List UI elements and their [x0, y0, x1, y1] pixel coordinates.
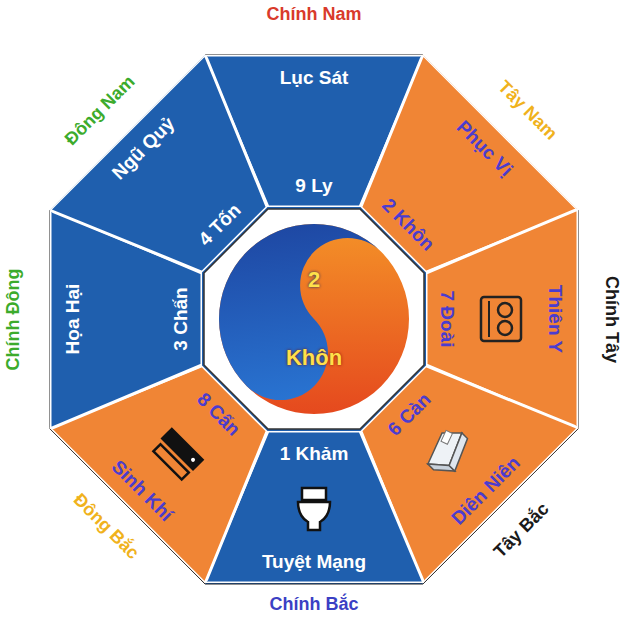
door-symbol	[141, 413, 220, 492]
zone-name: Họa Hại	[62, 284, 84, 355]
bed-symbol	[408, 413, 487, 492]
toilet-icon	[284, 482, 344, 534]
spacer	[142, 147, 221, 226]
bed-icon	[408, 413, 487, 492]
spacer	[284, 106, 344, 158]
direction-label: Chính Nam	[266, 4, 361, 25]
direction-label: Chính Đông	[4, 268, 25, 370]
door-icon	[141, 413, 220, 492]
center-octagon: 2Khôn	[202, 207, 426, 431]
yin-yang	[202, 207, 426, 431]
trigram-number: 3 Chấn	[170, 287, 192, 350]
spacer	[101, 289, 153, 349]
stove-symbol	[475, 289, 527, 349]
direction-label: Tây Bắc	[490, 498, 554, 562]
stove-icon	[475, 289, 527, 349]
direction-label: Chính Bắc	[269, 594, 358, 615]
zone-name: Diên Niên	[447, 452, 525, 530]
zone-name: Phục Vị	[452, 116, 517, 181]
spacer	[407, 147, 486, 226]
zone-name: Thiên Y	[544, 285, 566, 353]
direction-label: Chính Tây	[601, 275, 622, 362]
trigram-number: 9 Ly	[295, 175, 332, 197]
center-name: Khôn	[202, 347, 426, 369]
trigram-number: 7 Đoài	[436, 290, 458, 347]
zone-name: Lục Sát	[280, 67, 349, 89]
toilet-symbol	[284, 482, 344, 534]
center-number: 2	[202, 269, 426, 291]
zone-name: Ngũ Quỷ	[108, 113, 180, 185]
direction-label: Tây Nam	[494, 76, 562, 144]
zone-name: Tuyệt Mạng	[262, 551, 366, 573]
trigram-number: 1 Khảm	[280, 443, 349, 465]
